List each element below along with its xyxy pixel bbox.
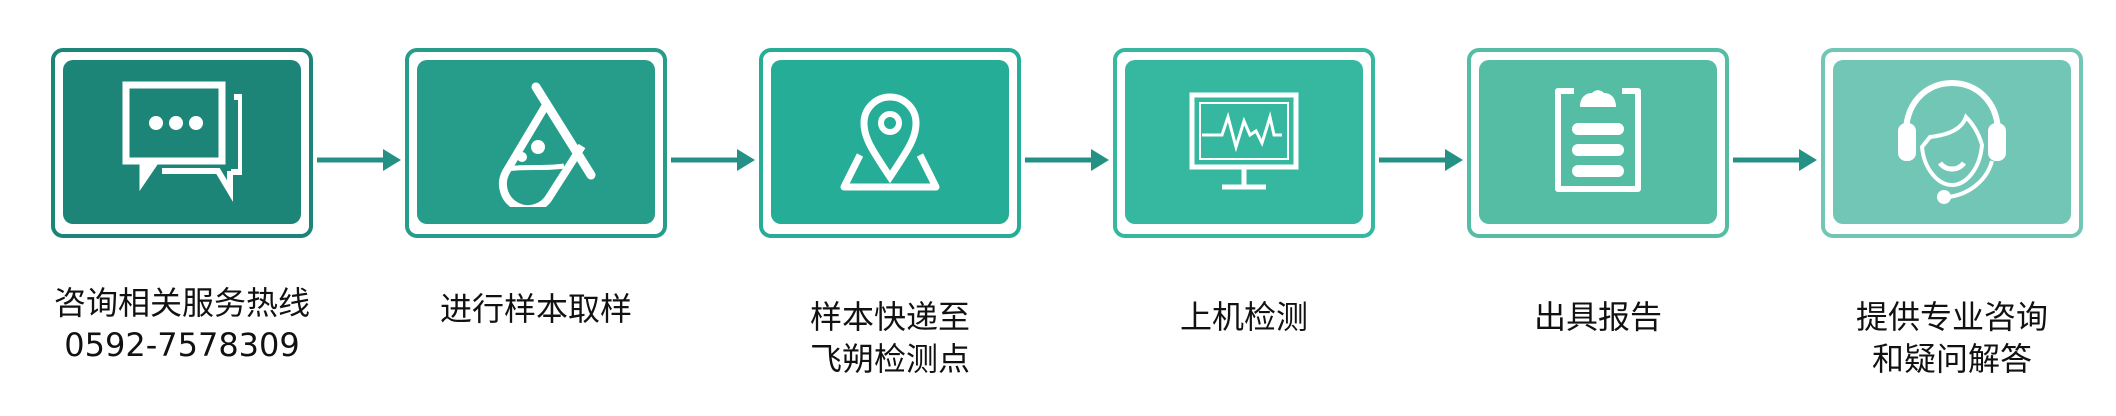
step-report xyxy=(1467,48,1729,238)
step-icon-panel xyxy=(1479,60,1717,224)
step-label: 进行样本取样 xyxy=(371,288,701,330)
headset-support-icon xyxy=(1898,79,2006,204)
step-icon-panel xyxy=(63,60,301,224)
step-shipping xyxy=(759,48,1021,238)
step-title: 咨询相关服务热线 xyxy=(53,284,310,322)
arrow-right-icon xyxy=(1733,149,1817,171)
step-support xyxy=(1821,48,2083,238)
step-label: 出具报告 xyxy=(1433,296,1763,338)
step-title: 提供专业咨询 xyxy=(1855,298,2048,336)
step-title: 样本快递至 xyxy=(809,298,970,336)
step-subtitle: 和疑问解答 xyxy=(1871,340,2032,378)
step-icon-panel xyxy=(771,60,1009,224)
step-icon-panel xyxy=(417,60,655,224)
step-label: 上机检测 xyxy=(1079,296,1409,338)
step-title: 出具报告 xyxy=(1533,298,1662,336)
clipboard-icon xyxy=(1555,88,1641,192)
step-title: 上机检测 xyxy=(1179,298,1308,336)
map-pin-icon xyxy=(840,93,940,191)
arrow-right-icon xyxy=(671,149,755,171)
step-consult xyxy=(51,48,313,238)
step-title: 进行样本取样 xyxy=(439,290,632,328)
monitor-waveform-icon xyxy=(1189,92,1299,190)
step-icon-panel xyxy=(1833,60,2071,224)
step-icon-panel xyxy=(1125,60,1363,224)
test-tube-icon xyxy=(498,82,596,207)
arrow-right-icon xyxy=(317,149,401,171)
arrow-right-icon xyxy=(1025,149,1109,171)
step-subtitle: 飞朔检测点 xyxy=(809,340,970,378)
step-label: 样本快递至 飞朔检测点 xyxy=(725,296,1055,380)
step-label: 提供专业咨询 和疑问解答 xyxy=(1787,296,2116,380)
chat-bubbles-icon xyxy=(122,81,242,202)
step-label: 咨询相关服务热线 0592-7578309 xyxy=(17,282,347,366)
step-sampling xyxy=(405,48,667,238)
arrow-right-icon xyxy=(1379,149,1463,171)
hotline-number: 0592-7578309 xyxy=(64,326,300,364)
step-testing xyxy=(1113,48,1375,238)
